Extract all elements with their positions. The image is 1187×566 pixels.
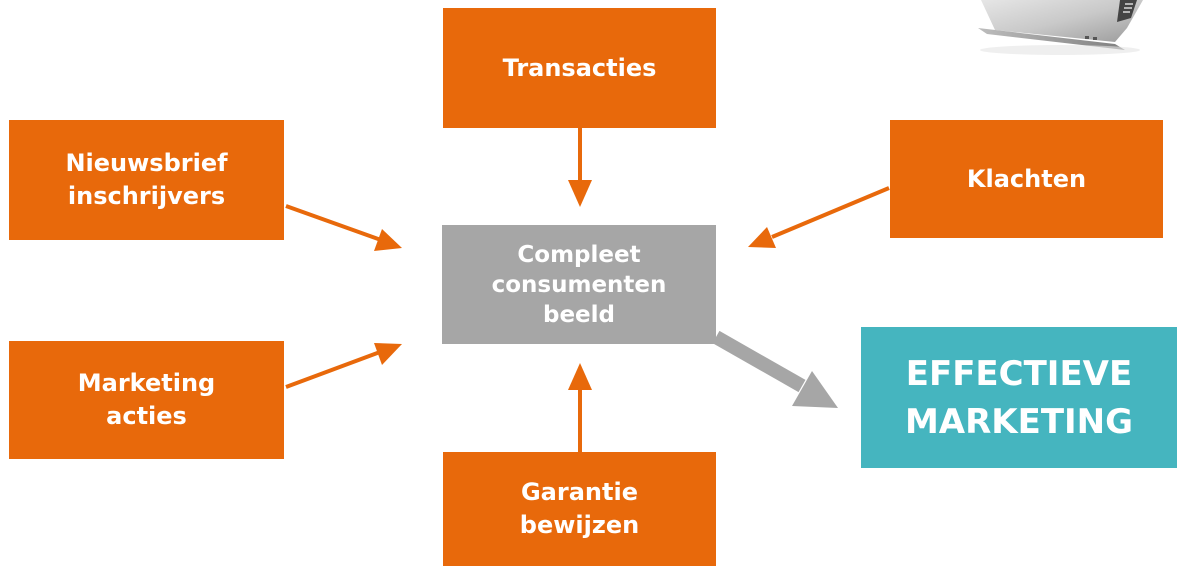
arrow-nieuwsbrief-to-center: [285, 204, 382, 242]
box-effectieve-marketing: EFFECTIEVE MARKETING: [861, 327, 1177, 468]
arrowhead-garantie: [568, 363, 592, 390]
box-marketing-acties: Marketing acties: [9, 341, 284, 459]
box-klachten: Klachten: [890, 120, 1163, 238]
box-transacties: Transacties: [443, 8, 716, 128]
arrowhead-transacties: [568, 180, 592, 207]
box-garantie-bewijzen: Garantie bewijzen: [443, 452, 716, 566]
box-nieuwsbrief-inschrijvers: Nieuwsbrief inschrijvers: [9, 120, 284, 240]
arrow-marketing-to-center: [285, 350, 381, 389]
laptop-icon: [978, 0, 1143, 55]
arrowhead-nieuwsbrief: [374, 229, 402, 251]
label-marketing-acties: Marketing acties: [77, 369, 216, 430]
arrowhead-klachten: [748, 227, 776, 248]
label-nieuwsbrief-inschrijvers: Nieuwsbrief inschrijvers: [65, 149, 228, 210]
label-compleet-consumentenbeeld: Compleet consumenten beeld: [491, 241, 667, 328]
label-klachten: Klachten: [966, 164, 1087, 193]
arrowhead-result: [792, 371, 838, 408]
label-effectieve-marketing: EFFECTIEVE MARKETING: [904, 353, 1134, 442]
box-compleet-consumentenbeeld: Compleet consumenten beeld: [442, 225, 716, 344]
arrowhead-marketing: [374, 343, 402, 365]
arrow-klachten-to-center: [771, 186, 890, 239]
arrow-center-to-result: [712, 330, 806, 393]
label-transacties: Transacties: [502, 53, 657, 82]
label-garantie-bewijzen: Garantie bewijzen: [519, 478, 640, 539]
